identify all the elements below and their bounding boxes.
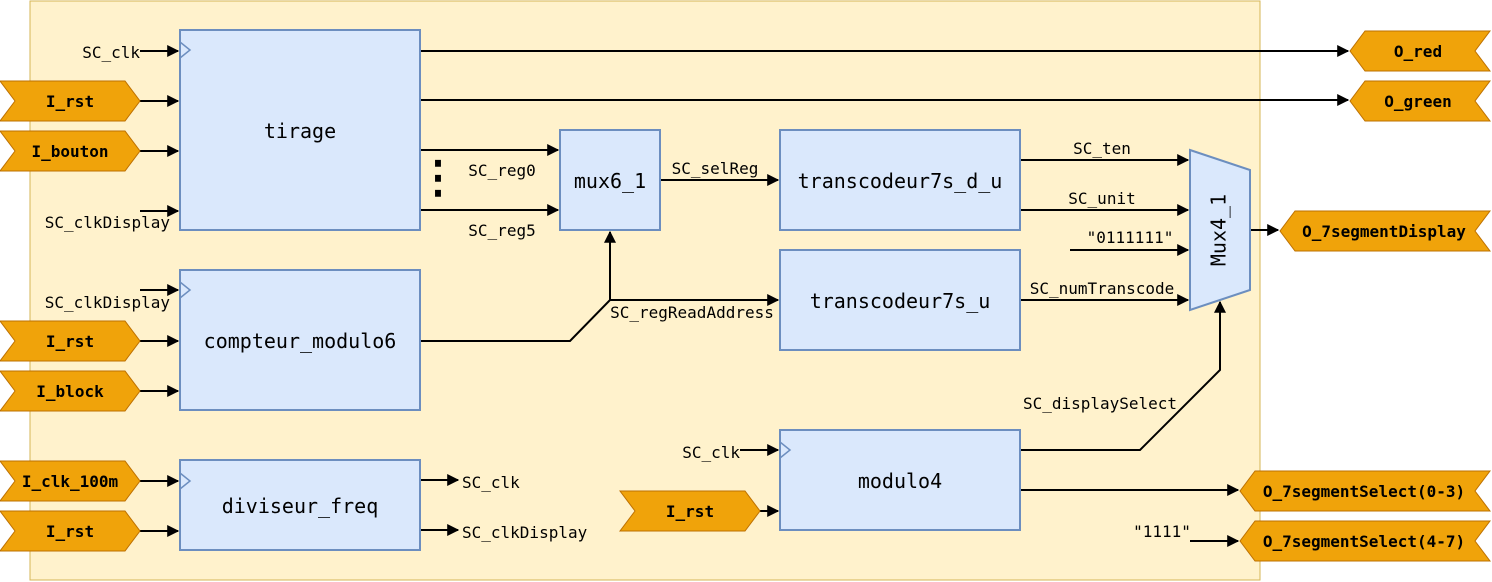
block-diviseur-label: diviseur_freq xyxy=(222,494,379,518)
output-port-7segment-display: O_7segmentDisplay xyxy=(1279,210,1491,252)
block-mux4: Mux4_1 xyxy=(1189,148,1251,312)
block-mux6: mux6_1 xyxy=(559,129,661,231)
svg-text:I_rst: I_rst xyxy=(46,92,94,111)
input-port-rst-3: I_rst xyxy=(0,510,141,552)
svg-text:I_rst: I_rst xyxy=(46,522,94,541)
block-transcodeur-du-label: transcodeur7s_d_u xyxy=(798,169,1003,193)
output-port-7segment-select-0-3: O_7segmentSelect(0-3) xyxy=(1239,470,1491,512)
block-transcodeur-u: transcodeur7s_u xyxy=(779,249,1021,351)
svg-text:O_green: O_green xyxy=(1384,92,1451,111)
block-compteur-label: compteur_modulo6 xyxy=(204,329,397,353)
signal-label-const-0111111: "0111111" xyxy=(1087,228,1174,247)
input-port-rst-1: I_rst xyxy=(0,80,141,122)
svg-text:I_block: I_block xyxy=(36,382,104,401)
output-port-red: O_red xyxy=(1349,30,1491,72)
wire-regreadaddress xyxy=(420,294,780,342)
svg-text:O_red: O_red xyxy=(1394,42,1442,61)
input-port-block: I_block xyxy=(0,370,141,412)
input-port-rst-4: I_rst xyxy=(619,490,761,532)
block-transcodeur-u-label: transcodeur7s_u xyxy=(810,289,991,313)
block-modulo4: modulo4 xyxy=(779,429,1021,531)
svg-text:O_7segmentSelect(4-7): O_7segmentSelect(4-7) xyxy=(1263,532,1465,551)
input-port-clk-100m: I_clk_100m xyxy=(0,460,141,502)
signal-label-sc-ten: SC_ten xyxy=(1073,139,1131,158)
block-diviseur: diviseur_freq xyxy=(179,459,421,551)
block-modulo4-label: modulo4 xyxy=(858,469,942,493)
block-tirage-label: tirage xyxy=(264,119,336,143)
block-compteur: compteur_modulo6 xyxy=(179,269,421,411)
output-port-7segment-select-4-7: O_7segmentSelect(4-7) xyxy=(1239,520,1491,562)
signal-label-sc-displayselect: SC_displaySelect xyxy=(1023,394,1177,413)
svg-text:O_7segmentSelect(0-3): O_7segmentSelect(0-3) xyxy=(1263,482,1465,501)
svg-text:I_rst: I_rst xyxy=(46,332,94,351)
signal-label-sc-unit: SC_unit xyxy=(1068,189,1135,208)
svg-text:I_clk_100m: I_clk_100m xyxy=(22,472,119,491)
signal-label-sc-clkdisplay-tirage: SC_clkDisplay xyxy=(45,213,171,232)
input-port-bouton: I_bouton xyxy=(0,130,141,172)
signal-label-sc-reg0: SC_reg0 xyxy=(468,161,535,180)
block-transcodeur-du: transcodeur7s_d_u xyxy=(779,129,1021,231)
svg-text:O_7segmentDisplay: O_7segmentDisplay xyxy=(1302,222,1466,241)
output-port-green: O_green xyxy=(1349,80,1491,122)
signal-label-sc-clk-tirage: SC_clk xyxy=(82,43,140,62)
signal-label-sc-numtranscode: SC_numTranscode xyxy=(1030,279,1175,298)
input-port-rst-2: I_rst xyxy=(0,320,141,362)
block-mux6-label: mux6_1 xyxy=(574,169,646,193)
signal-label-sc-selreg: SC_selReg xyxy=(672,159,759,178)
signal-label-const-1111: "1111" xyxy=(1133,522,1191,541)
signal-dots: ⋮ xyxy=(416,152,460,203)
signal-label-sc-clk-out: SC_clk xyxy=(462,473,520,492)
signal-label-sc-clkdisplay-out: SC_clkDisplay xyxy=(462,523,588,542)
signal-label-sc-clkdisplay-compteur: SC_clkDisplay xyxy=(45,293,171,312)
svg-text:I_bouton: I_bouton xyxy=(31,142,108,161)
svg-text:I_rst: I_rst xyxy=(666,502,714,521)
signal-label-sc-reg5: SC_reg5 xyxy=(468,221,535,240)
signal-label-sc-clk-modulo4: SC_clk xyxy=(682,443,740,462)
block-tirage: tirage xyxy=(179,29,421,231)
signal-label-sc-regreadaddress: SC_regReadAddress xyxy=(610,303,774,322)
block-mux4-label: Mux4_1 xyxy=(1207,194,1231,266)
wire-displayselect xyxy=(1020,300,1226,451)
